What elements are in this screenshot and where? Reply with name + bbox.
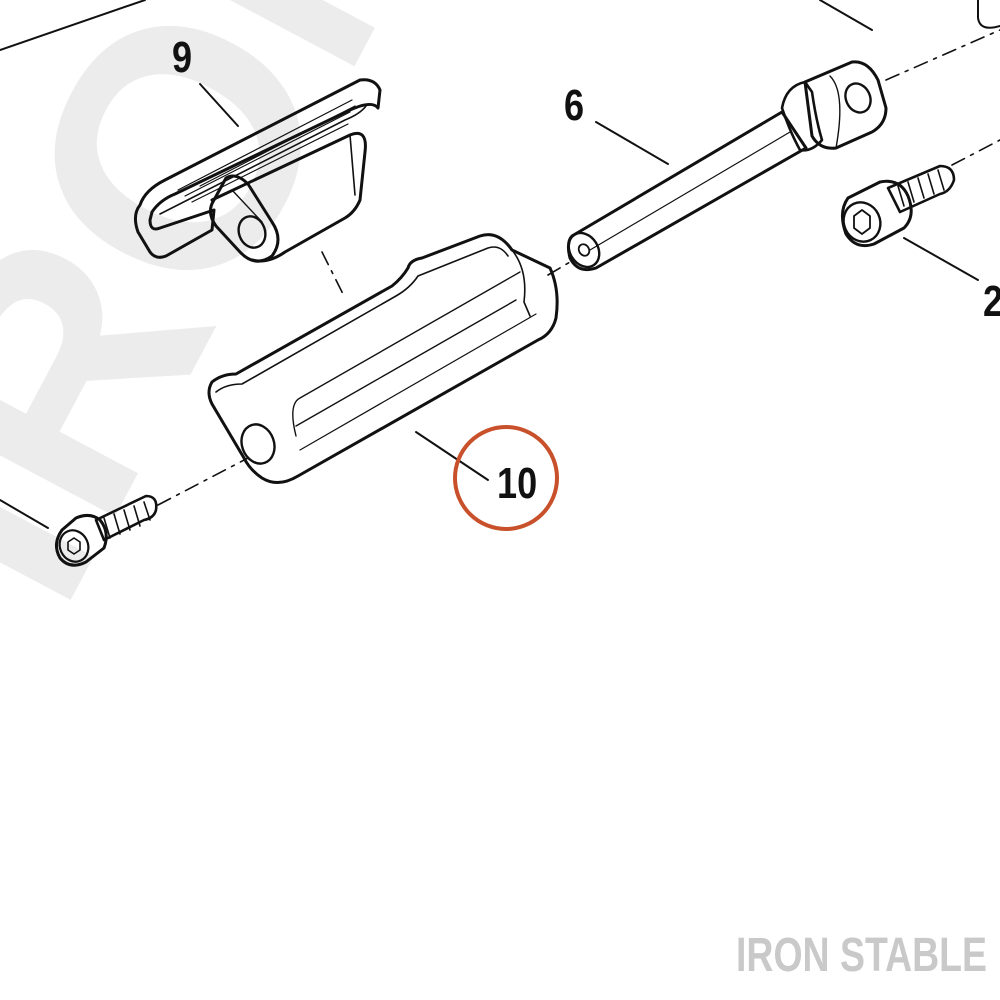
callout-label-10: 10 xyxy=(497,459,538,508)
part-6-pin xyxy=(566,60,888,272)
frame-edge xyxy=(977,0,1000,29)
callout-label-2: 2 xyxy=(983,280,1000,324)
assembly-axis xyxy=(885,29,1000,81)
reference-line xyxy=(819,0,873,31)
highlight-circle xyxy=(453,425,559,531)
callout-label-6: 6 xyxy=(564,81,585,130)
reference-line xyxy=(0,0,146,51)
leader-2 xyxy=(903,237,979,281)
assembly-axis xyxy=(321,251,346,299)
leader-6 xyxy=(595,121,669,165)
lower-screw xyxy=(55,494,158,567)
assembly-axis xyxy=(951,139,1000,166)
part-10-peg-body xyxy=(207,233,559,484)
watermark: IRON STA xyxy=(0,0,875,654)
part-2-screw xyxy=(841,164,956,248)
part-9-pad xyxy=(133,78,382,263)
leader-10 xyxy=(415,431,489,481)
callout-label-9: 9 xyxy=(172,33,193,82)
assembly-axis xyxy=(157,457,249,506)
leader-9 xyxy=(199,83,239,127)
svg-text:IRON STA: IRON STA xyxy=(0,0,875,654)
leader-lower-left xyxy=(0,499,49,529)
brand-logo-text: IRON STABLE xyxy=(736,929,987,982)
